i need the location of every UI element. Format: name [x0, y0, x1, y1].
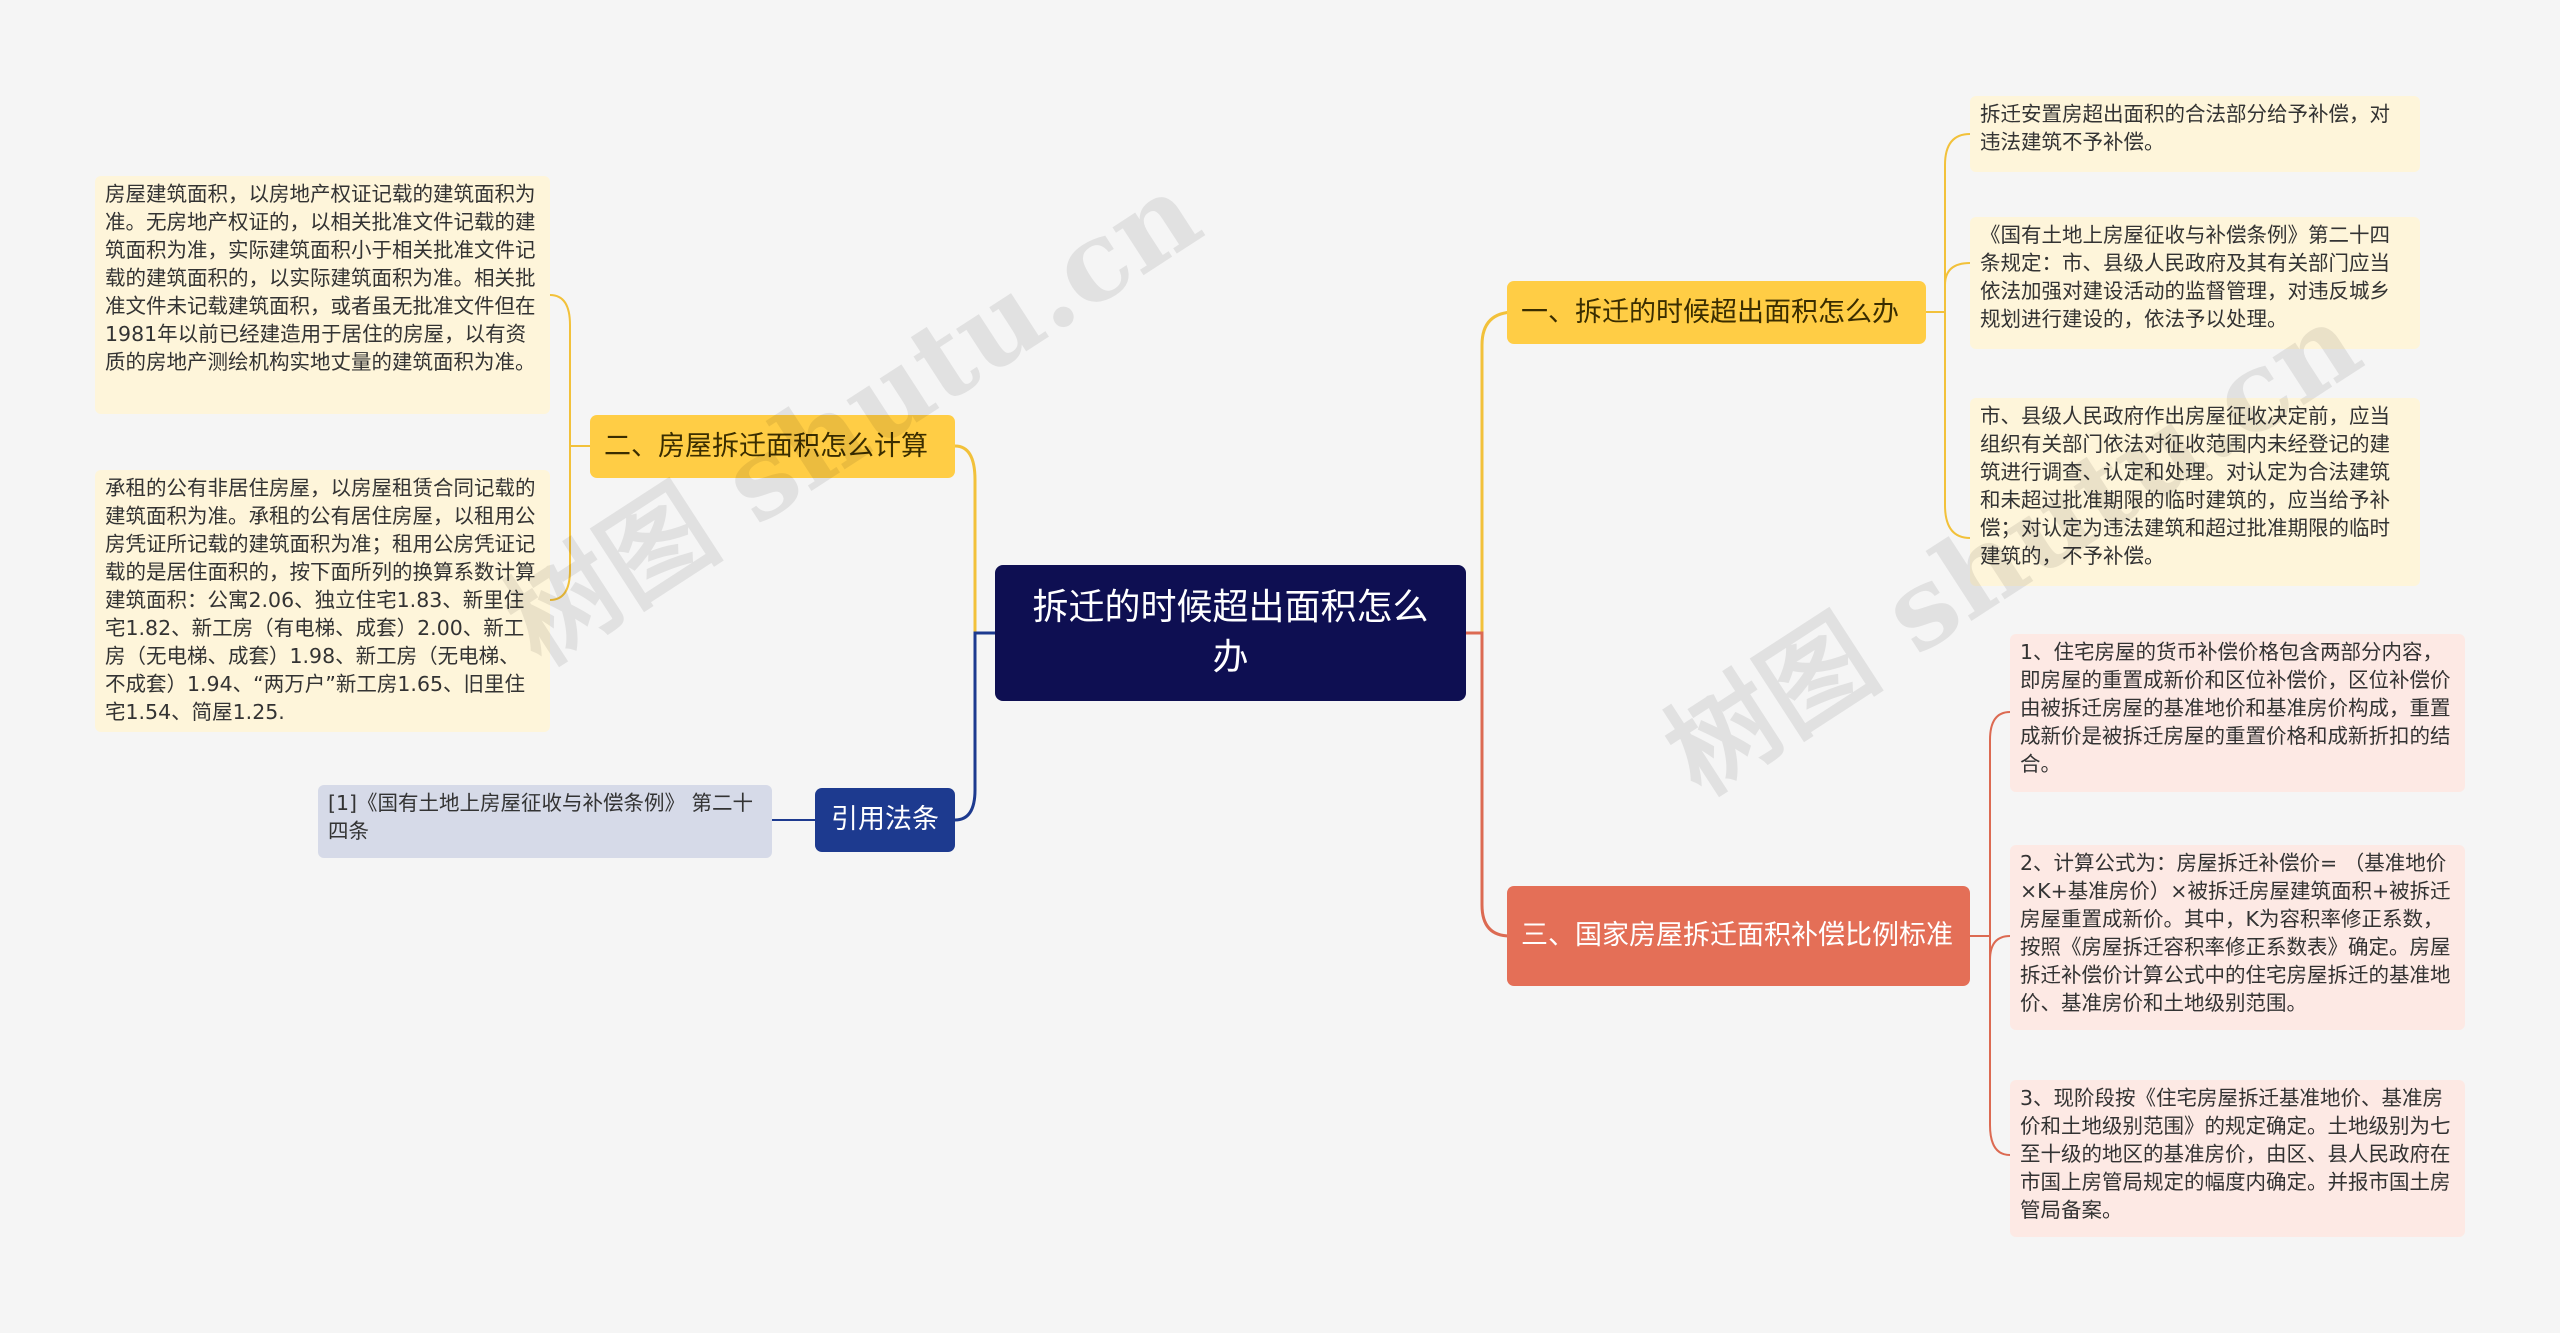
branch-3-label: 三、国家房屋拆迁面积补偿比例标准: [1521, 920, 1953, 951]
branch-2-label: 二、房屋拆迁面积怎么计算: [604, 430, 928, 462]
link-root-b4: [954, 631, 995, 822]
link-b2-l2b: [549, 445, 590, 601]
leaf-3a-text: 1、住宅房屋的货币补偿价格包含两部分内容，即房屋的重置成新价和区位补偿价，区位补…: [2020, 640, 2451, 776]
link-root-b3: [1466, 631, 1511, 938]
leaf-1b-text: 《国有土地上房屋征收与补偿条例》第二十四条规定：市、县级人民政府及其有关部门应当…: [1980, 223, 2390, 331]
leaf-3b-text: 2、计算公式为：房屋拆迁补偿价= （基准地价×K+基准房价）×被拆迁房屋建筑面积…: [2020, 851, 2451, 1015]
link-b1-l1b: [1926, 262, 1971, 313]
leaf-1a-text: 拆迁安置房超出面积的合法部分给予补偿，对违法建筑不予补偿。: [1980, 102, 2390, 154]
link-root-b2: [954, 444, 995, 635]
branch-1-label: 一、拆迁的时候超出面积怎么办: [1521, 296, 1899, 328]
branch-1-node[interactable]: 一、拆迁的时候超出面积怎么办: [1507, 281, 1926, 344]
leaf-1c[interactable]: 市、县级人民政府作出房屋征收决定前，应当组织有关部门依法对征收范围内未经登记的建…: [1970, 398, 2420, 586]
leaf-2a[interactable]: 房屋建筑面积，以房地产权证记载的建筑面积为准。无房地产权证的，以相关批准文件记载…: [95, 176, 550, 414]
link-b2-l2a: [549, 294, 590, 447]
branch-3-node[interactable]: 三、国家房屋拆迁面积补偿比例标准: [1507, 886, 1970, 986]
leaf-4a[interactable]: [1]《国有土地上房屋征收与补偿条例》 第二十四条: [318, 785, 772, 858]
link-b1-l1a: [1926, 133, 1971, 313]
leaf-1b[interactable]: 《国有土地上房屋征收与补偿条例》第二十四条规定：市、县级人民政府及其有关部门应当…: [1970, 217, 2420, 349]
link-b3-l3c: [1970, 935, 2011, 1156]
leaf-2a-text: 房屋建筑面积，以房地产权证记载的建筑面积为准。无房地产权证的，以相关批准文件记载…: [105, 182, 536, 374]
leaf-1a[interactable]: 拆迁安置房超出面积的合法部分给予补偿，对违法建筑不予补偿。: [1970, 96, 2420, 172]
leaf-2b-text: 承租的公有非居住房屋，以房屋租赁合同记载的建筑面积为准。承租的公有居住房屋，以租…: [105, 476, 536, 724]
root-node[interactable]: 拆迁的时候超出面积怎么办: [995, 565, 1466, 701]
link-b3-l3a: [1970, 711, 2011, 937]
leaf-3c[interactable]: 3、现阶段按《住宅房屋拆迁基准地价、基准房价和土地级别范围》的规定确定。土地级别…: [2010, 1080, 2465, 1237]
leaf-3b[interactable]: 2、计算公式为：房屋拆迁补偿价= （基准地价×K+基准房价）×被拆迁房屋建筑面积…: [2010, 845, 2465, 1030]
branch-4-node[interactable]: 引用法条: [815, 788, 955, 852]
leaf-1c-text: 市、县级人民政府作出房屋征收决定前，应当组织有关部门依法对征收范围内未经登记的建…: [1980, 404, 2390, 568]
leaf-2b[interactable]: 承租的公有非居住房屋，以房屋租赁合同记载的建筑面积为准。承租的公有居住房屋，以租…: [95, 470, 550, 732]
link-root-b1: [1466, 310, 1516, 635]
root-title: 拆迁的时候超出面积怎么办: [1032, 587, 1429, 678]
leaf-3a[interactable]: 1、住宅房屋的货币补偿价格包含两部分内容，即房屋的重置成新价和区位补偿价，区位补…: [2010, 634, 2465, 792]
leaf-3c-text: 3、现阶段按《住宅房屋拆迁基准地价、基准房价和土地级别范围》的规定确定。土地级别…: [2020, 1086, 2451, 1222]
branch-2-node[interactable]: 二、房屋拆迁面积怎么计算: [590, 415, 955, 478]
leaf-4a-text: [1]《国有土地上房屋征收与补偿条例》 第二十四条: [328, 791, 754, 843]
link-b1-l1c: [1926, 311, 1971, 539]
branch-4-label: 引用法条: [831, 804, 939, 835]
